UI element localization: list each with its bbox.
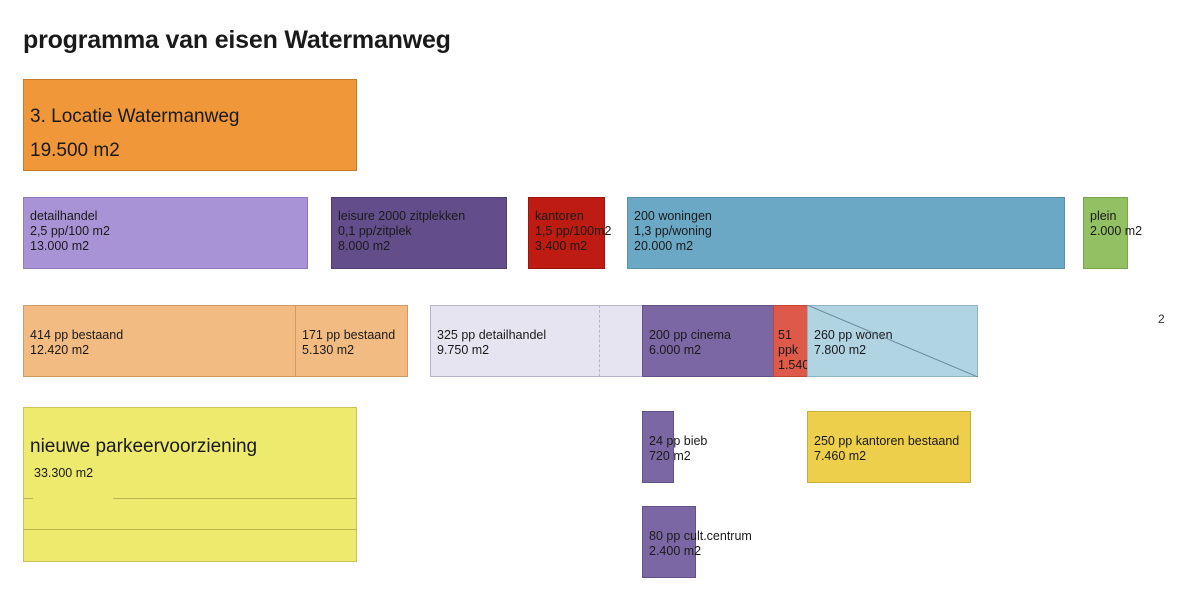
location-name: 3. Locatie Watermanweg [30, 106, 240, 127]
program-ratio: 1,5 pp/100m2 [535, 224, 612, 238]
parking-cinema-box: 200 pp cinema 6.000 m2 [642, 305, 774, 377]
parking-area: 12.420 m2 [30, 343, 90, 357]
parking-label: 80 pp cult.centrum [649, 529, 752, 543]
new-parking-label: nieuwe parkeervoorziening [30, 436, 258, 457]
new-parking-box: nieuwe parkeervoorziening 33.300 m2 [23, 407, 357, 562]
parking-level-line [23, 498, 357, 499]
parking-label: 250 pp kantoren bestaand [814, 434, 960, 448]
program-label: leisure 2000 zitplekken [338, 209, 466, 223]
parking-label: 260 pp wonen [814, 328, 893, 342]
program-woningen-box: 200 woningen 1,3 pp/woning 20.000 m2 [627, 197, 1065, 269]
page-title: programma van eisen Watermanweg [23, 26, 451, 54]
program-ratio: 1,3 pp/woning [634, 224, 712, 238]
program-label: 200 woningen [634, 209, 712, 223]
new-parking-area: 33.300 m2 [34, 466, 94, 480]
program-label: plein [1090, 209, 1117, 223]
program-label: kantoren [535, 209, 584, 223]
parking-area: 720 m2 [649, 449, 691, 463]
parking-kantoren-box: 250 pp kantoren bestaand 7.460 m2 [807, 411, 971, 483]
program-plein-box: plein 2.000 m2 [1083, 197, 1143, 269]
dashed-divider [599, 305, 600, 377]
parking-area: 2.400 m2 [649, 544, 702, 558]
parking-area: 7.800 m2 [814, 343, 867, 357]
program-ratio: 2,5 pp/100 m2 [30, 224, 110, 238]
parking-area: 1.540 m2 [778, 358, 831, 372]
parking-bieb-box: 24 pp bieb 720 m2 [642, 411, 708, 483]
parking-label: 24 pp bieb [649, 434, 708, 448]
parking-count: 51 [778, 328, 792, 342]
parking-label: 200 pp cinema [649, 328, 732, 342]
parking-label: ppk [778, 343, 799, 357]
parking-label: 414 pp bestaand [30, 328, 124, 342]
parking-bestaand-414-box: 414 pp bestaand 12.420 m2 [23, 305, 296, 377]
parking-ppk-box: 51 ppk 1.540 m2 [773, 305, 831, 377]
parking-cultuur-box: 80 pp cult.centrum 2.400 m2 [642, 506, 752, 578]
program-area: 20.000 m2 [634, 239, 694, 253]
parking-area: 5.130 m2 [302, 343, 355, 357]
parking-label: 325 pp detailhandel [437, 328, 547, 342]
parking-level-line [23, 529, 357, 530]
program-kantoren-box: kantoren 1,5 pp/100m2 3.400 m2 [528, 197, 612, 269]
location-box: 3. Locatie Watermanweg 19.500 m2 [23, 79, 357, 171]
program-label: detailhandel [30, 209, 98, 223]
parking-detailhandel-box: 325 pp detailhandel 9.750 m2 [430, 305, 644, 377]
program-ratio: 0,1 pp/zitplek [338, 224, 412, 238]
program-area: 2.000 m2 [1090, 224, 1143, 238]
parking-area: 9.750 m2 [437, 343, 490, 357]
program-area: 3.400 m2 [535, 239, 588, 253]
parking-line-gap [33, 495, 113, 501]
edge-fragment-text: 2 [1158, 312, 1165, 326]
program-area: 8.000 m2 [338, 239, 391, 253]
parking-area: 7.460 m2 [814, 449, 867, 463]
program-leisure-box: leisure 2000 zitplekken 0,1 pp/zitplek 8… [331, 197, 507, 269]
parking-wonen-box: 260 pp wonen 7.800 m2 [807, 305, 978, 377]
parking-area: 6.000 m2 [649, 343, 702, 357]
location-area: 19.500 m2 [30, 140, 120, 161]
parking-bestaand-171-box: 171 pp bestaand 5.130 m2 [295, 305, 408, 377]
parking-label: 171 pp bestaand [302, 328, 396, 342]
program-detailhandel-box: detailhandel 2,5 pp/100 m2 13.000 m2 [23, 197, 308, 269]
program-area: 13.000 m2 [30, 239, 90, 253]
